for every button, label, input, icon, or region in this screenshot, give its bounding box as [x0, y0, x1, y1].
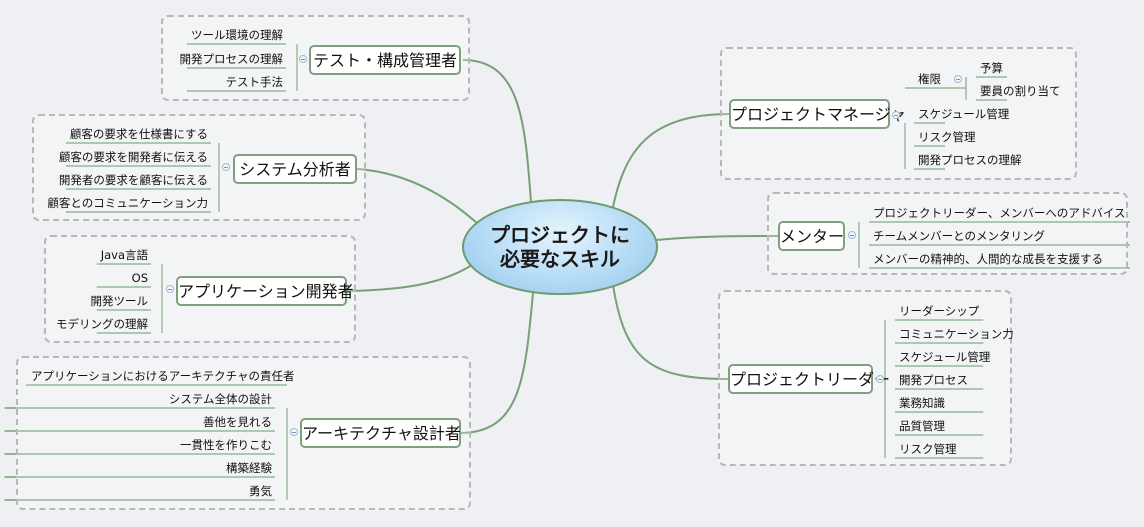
leaf-architect-consistency[interactable]: 一貫性を作りこむ	[180, 438, 272, 452]
leaf-test-method[interactable]: テスト手法	[225, 75, 284, 89]
collapse-toggle-architect[interactable]	[290, 428, 298, 436]
leaf-leader-schedule[interactable]: スケジュール管理	[899, 350, 991, 364]
connector-leader	[612, 284, 729, 380]
connector-architect	[460, 292, 534, 434]
branch-appdev[interactable]: アプリケーション開発者	[176, 276, 354, 306]
central-topic-label: プロジェクトに 必要なスキル	[490, 223, 630, 271]
leaf-architect-overview[interactable]: 善他を見れる	[203, 415, 272, 429]
leaf-architect-system-design[interactable]: システム全体の設計	[168, 392, 272, 406]
leaf-leader-domain[interactable]: 業務知識	[899, 396, 945, 410]
central-topic[interactable]: プロジェクトに 必要なスキル	[462, 199, 658, 295]
leaf-pm-risk[interactable]: リスク管理	[918, 130, 976, 144]
leaf-test-tool-env[interactable]: ツール環境の理解	[191, 28, 283, 42]
branch-test[interactable]: テスト・構成管理者	[309, 45, 461, 75]
leaf-mentor-mentoring[interactable]: チームメンバーとのメンタリング	[873, 229, 1046, 243]
leaf-pm-schedule[interactable]: スケジュール管理	[918, 107, 1010, 121]
leaf-appdev-tools[interactable]: 開発ツール	[90, 294, 149, 308]
connector-analyst	[356, 168, 479, 225]
collapse-toggle-analyst[interactable]	[222, 163, 230, 171]
leaf-leader-leadership[interactable]: リーダーシップ	[899, 304, 980, 318]
connector-appdev	[346, 264, 473, 292]
leaf-mentor-growth[interactable]: メンバーの精神的、人間的な成長を支援する	[873, 252, 1103, 266]
leaf-appdev-java[interactable]: Java言語	[100, 248, 148, 262]
leaf-architect-responsible[interactable]: アプリケーションにおけるアーキテクチャの責任者	[31, 369, 295, 383]
leaf-leader-communication[interactable]: コミュニケーション力	[899, 327, 1014, 341]
collapse-toggle-pm[interactable]	[892, 111, 900, 119]
connector-test	[462, 59, 532, 203]
collapse-toggle-leader[interactable]	[876, 375, 884, 383]
leaf-leader-dev-process[interactable]: 開発プロセス	[899, 373, 968, 387]
leaf-pm-staffing[interactable]: 要員の割り当て	[980, 84, 1061, 98]
leaf-pm-dev-process[interactable]: 開発プロセスの理解	[918, 153, 1022, 167]
leaf-architect-experience[interactable]: 構築経験	[226, 461, 272, 475]
connector-mentor	[655, 235, 779, 241]
leaf-analyst-spec[interactable]: 顧客の要求を仕様書にする	[69, 127, 208, 141]
leaf-architect-courage[interactable]: 勇気	[249, 484, 272, 498]
branch-mentor[interactable]: メンター	[778, 221, 845, 251]
branch-architect[interactable]: アーキテクチャ設計者	[300, 418, 461, 448]
leaf-appdev-modeling[interactable]: モデリングの理解	[56, 317, 148, 331]
leaf-analyst-to-dev[interactable]: 顧客の要求を開発者に伝える	[58, 150, 208, 164]
collapse-toggle-mentor[interactable]	[848, 231, 856, 239]
leaf-leader-risk[interactable]: リスク管理	[899, 442, 957, 456]
leaf-pm-authority[interactable]: 権限	[918, 72, 941, 86]
leaf-mentor-advice[interactable]: プロジェクトリーダー、メンバーへのアドバイス	[873, 206, 1126, 220]
leaf-test-dev-process[interactable]: 開発プロセスの理解	[179, 52, 284, 66]
branch-analyst[interactable]: システム分析者	[233, 154, 357, 184]
leaf-pm-budget[interactable]: 予算	[980, 61, 1003, 75]
connector-pm	[612, 113, 730, 208]
leaf-appdev-os[interactable]: OS	[131, 271, 148, 285]
collapse-toggle-appdev[interactable]	[166, 285, 174, 293]
leaf-analyst-to-customer[interactable]: 開発者の要求を顧客に伝える	[58, 173, 208, 187]
branch-pm[interactable]: プロジェクトマネージャ	[729, 99, 906, 129]
branch-leader[interactable]: プロジェクトリーダー	[728, 364, 890, 394]
collapse-toggle-authority[interactable]	[954, 75, 962, 83]
leaf-leader-quality[interactable]: 品質管理	[899, 419, 945, 433]
collapse-toggle-test[interactable]	[299, 55, 307, 63]
leaf-analyst-communication[interactable]: 顧客とのコミュニケーション力	[47, 196, 208, 210]
